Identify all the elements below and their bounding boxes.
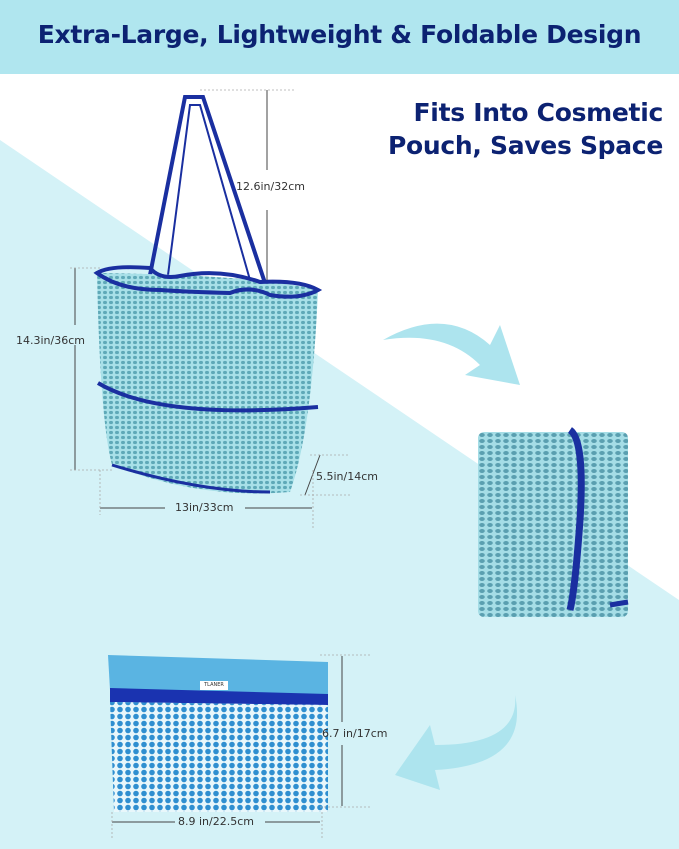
pouch-illustration [108, 655, 328, 812]
subheading-line-2: Pouch, Saves Space [388, 131, 663, 160]
header-title: Extra-Large, Lightweight & Foldable Desi… [37, 20, 642, 49]
bag-depth-label: 5.5in/14cm [316, 470, 378, 483]
arrow-folded-to-pouch-icon [395, 695, 518, 790]
subheading: Fits Into Cosmetic Pouch, Saves Space [388, 96, 663, 162]
bag-width-label: 13in/33cm [175, 501, 234, 514]
header-banner: Extra-Large, Lightweight & Foldable Desi… [0, 0, 679, 74]
handle-height-label: 12.6in/32cm [236, 180, 305, 193]
pouch-width-label: 8.9 in/22.5cm [178, 815, 254, 828]
bag-height-label: 14.3in/36cm [16, 334, 85, 347]
subheading-line-1: Fits Into Cosmetic [413, 98, 664, 127]
pouch-brand-label: TLANER [200, 681, 228, 690]
folded-bag-illustration [478, 427, 629, 617]
pouch-height-label: 6.7 in/17cm [322, 727, 388, 740]
arrow-tote-to-folded-icon [383, 323, 520, 385]
